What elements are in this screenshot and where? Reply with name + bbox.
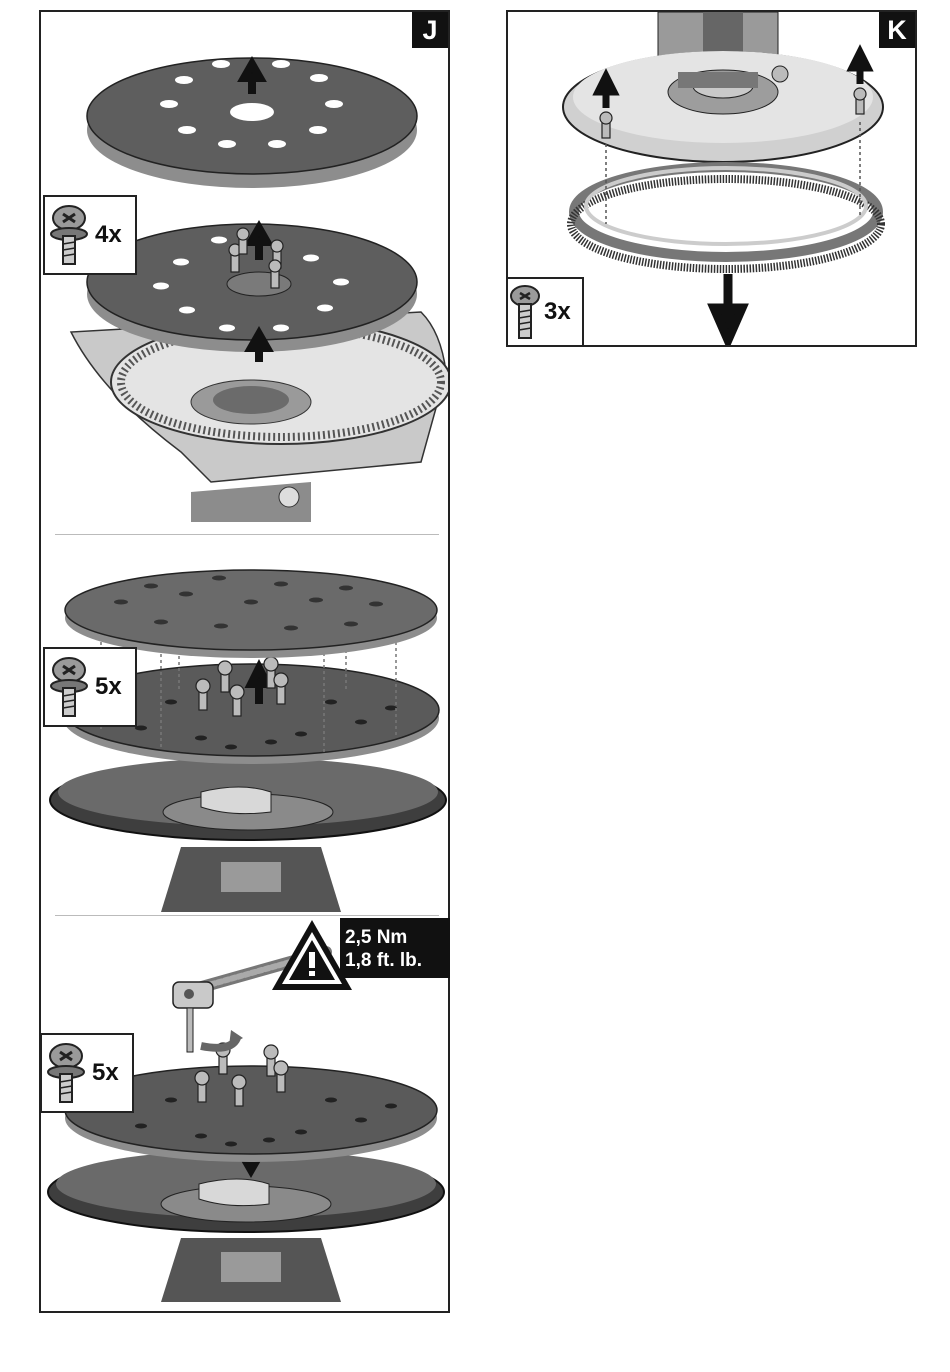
step2-quantity: 5x bbox=[95, 673, 122, 701]
torque-ftlb: 1,8 ft. lb. bbox=[345, 949, 422, 972]
step3-quantity: 5x bbox=[92, 1059, 119, 1087]
torque-nm: 2,5 Nm bbox=[345, 926, 422, 949]
panel-k-quantity-box: 3x bbox=[506, 277, 584, 347]
panel-k: K 3x bbox=[506, 10, 917, 347]
step1-quantity: 4x bbox=[95, 221, 122, 249]
divider-2 bbox=[55, 915, 439, 916]
step2-quantity-box: 5x bbox=[43, 647, 137, 727]
panel-j: J bbox=[39, 10, 450, 1313]
screw-with-washer-icon bbox=[42, 1038, 90, 1108]
divider-1 bbox=[55, 534, 439, 535]
step3-quantity-box: 5x bbox=[40, 1033, 134, 1113]
step1-quantity-box: 4x bbox=[43, 195, 137, 275]
step2-illustration bbox=[41, 542, 448, 912]
panel-k-quantity: 3x bbox=[544, 298, 571, 326]
screw-icon bbox=[508, 282, 542, 342]
screw-with-washer-icon bbox=[45, 652, 93, 722]
torque-spec: 2,5 Nm 1,8 ft. lb. bbox=[345, 926, 422, 972]
step3-illustration bbox=[41, 942, 448, 1312]
screw-with-washer-icon bbox=[45, 200, 93, 270]
